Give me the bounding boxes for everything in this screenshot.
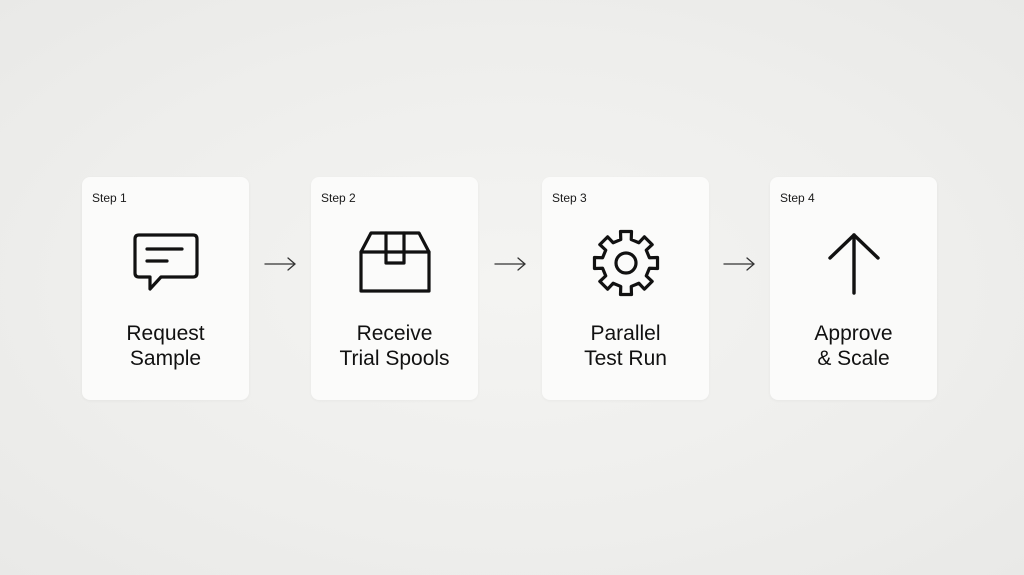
- step-card-4: Step 4 Approve & Scale: [770, 177, 937, 400]
- step-card-1: Step 1 Request Sample: [82, 177, 249, 400]
- step-title-line: Test Run: [584, 347, 667, 370]
- step-title-line: Request: [126, 322, 205, 345]
- step-title: Receive Trial Spools: [311, 321, 478, 371]
- arrow-up-icon: [818, 227, 890, 299]
- step-card-2: Step 2 Receive Trial Spools: [311, 177, 478, 400]
- step-card-3: Step 3 Parallel Test Run: [542, 177, 709, 400]
- chat-bubble-icon: [130, 227, 202, 299]
- step-label: Step 3: [552, 191, 587, 205]
- step-title: Parallel Test Run: [542, 321, 709, 371]
- step-title-line: Trial Spools: [339, 347, 450, 370]
- step-label: Step 4: [780, 191, 815, 205]
- step-title-line: Approve: [814, 322, 893, 345]
- step-title-line: Parallel: [590, 322, 661, 345]
- arrow-right-icon: [493, 255, 527, 273]
- step-title: Request Sample: [82, 321, 249, 371]
- step-title-line: Receive: [356, 322, 433, 345]
- step-label: Step 2: [321, 191, 356, 205]
- arrow-right-icon: [722, 255, 756, 273]
- gear-icon: [590, 227, 662, 299]
- step-title-line: Sample: [129, 347, 202, 370]
- step-title: Approve & Scale: [770, 321, 937, 371]
- step-title-line: & Scale: [817, 347, 890, 370]
- box-icon: [358, 227, 431, 299]
- step-label: Step 1: [92, 191, 127, 205]
- arrow-right-icon: [263, 255, 297, 273]
